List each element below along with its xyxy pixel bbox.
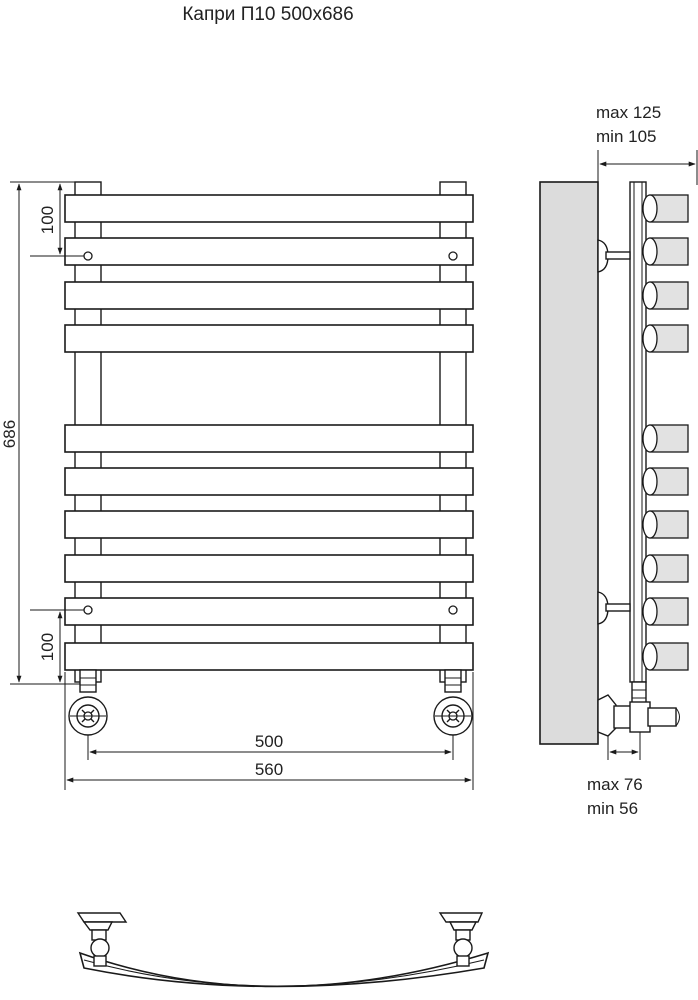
axis-width-label: 500 xyxy=(255,732,283,751)
wall-bracket-top xyxy=(597,239,631,273)
depth-min-label: min 105 xyxy=(596,127,656,146)
bar-6 xyxy=(64,467,474,496)
top-right-connector xyxy=(438,912,484,967)
bottom-spacing-label: 100 xyxy=(38,633,57,661)
mount-hole-bottom-left xyxy=(83,605,93,615)
drawing-title: Капри П10 500х686 xyxy=(182,4,353,25)
mount-hole-top-left xyxy=(83,251,93,261)
top-spacing-label: 100 xyxy=(38,206,57,234)
front-view: 686 100 100 500 560 xyxy=(0,181,474,790)
wall-offset-min-label: min 56 xyxy=(587,799,638,818)
wall-bracket-bottom xyxy=(597,591,631,625)
bar-end-2 xyxy=(642,237,689,266)
bar-end-4 xyxy=(642,324,689,353)
wall xyxy=(539,181,599,745)
top-view xyxy=(76,912,490,988)
curved-bar xyxy=(78,951,490,988)
bar-end-3 xyxy=(642,281,689,310)
bar-3 xyxy=(64,281,474,310)
bar-2 xyxy=(64,237,474,266)
dimension-height: 686 xyxy=(0,181,92,685)
bar-end-6 xyxy=(642,467,689,496)
overall-width-label: 560 xyxy=(255,760,283,779)
mount-hole-bottom-right xyxy=(448,605,458,615)
dimension-bottom-spacing: 100 xyxy=(30,609,84,683)
valve-left xyxy=(68,669,108,736)
side-view: max 125 min 105 xyxy=(539,103,698,818)
mount-hole-top-right xyxy=(448,251,458,261)
bar-10 xyxy=(64,642,474,671)
bar-end-9 xyxy=(642,597,689,626)
top-left-connector xyxy=(76,912,128,967)
bar-4 xyxy=(64,324,474,353)
bar-end-8 xyxy=(642,554,689,583)
side-valve xyxy=(597,681,680,760)
bar-end-1 xyxy=(642,194,689,223)
height-label: 686 xyxy=(0,420,19,448)
bar-9 xyxy=(64,597,474,626)
depth-max-label: max 125 xyxy=(596,103,661,122)
dimension-overall-width: 560 xyxy=(64,672,474,790)
bar-7 xyxy=(64,510,474,539)
wall-offset-max-label: max 76 xyxy=(587,775,643,794)
dimension-top-spacing: 100 xyxy=(30,183,84,257)
dimension-axis-width: 500 xyxy=(87,732,454,760)
bar-8 xyxy=(64,554,474,583)
bar-end-10 xyxy=(642,642,689,671)
bar-end-7 xyxy=(642,510,689,539)
bar-end-5 xyxy=(642,424,689,453)
bar-1 xyxy=(64,194,474,223)
valve-right xyxy=(433,669,473,736)
bar-ends xyxy=(642,194,689,671)
bars xyxy=(64,194,474,671)
bar-5 xyxy=(64,424,474,453)
